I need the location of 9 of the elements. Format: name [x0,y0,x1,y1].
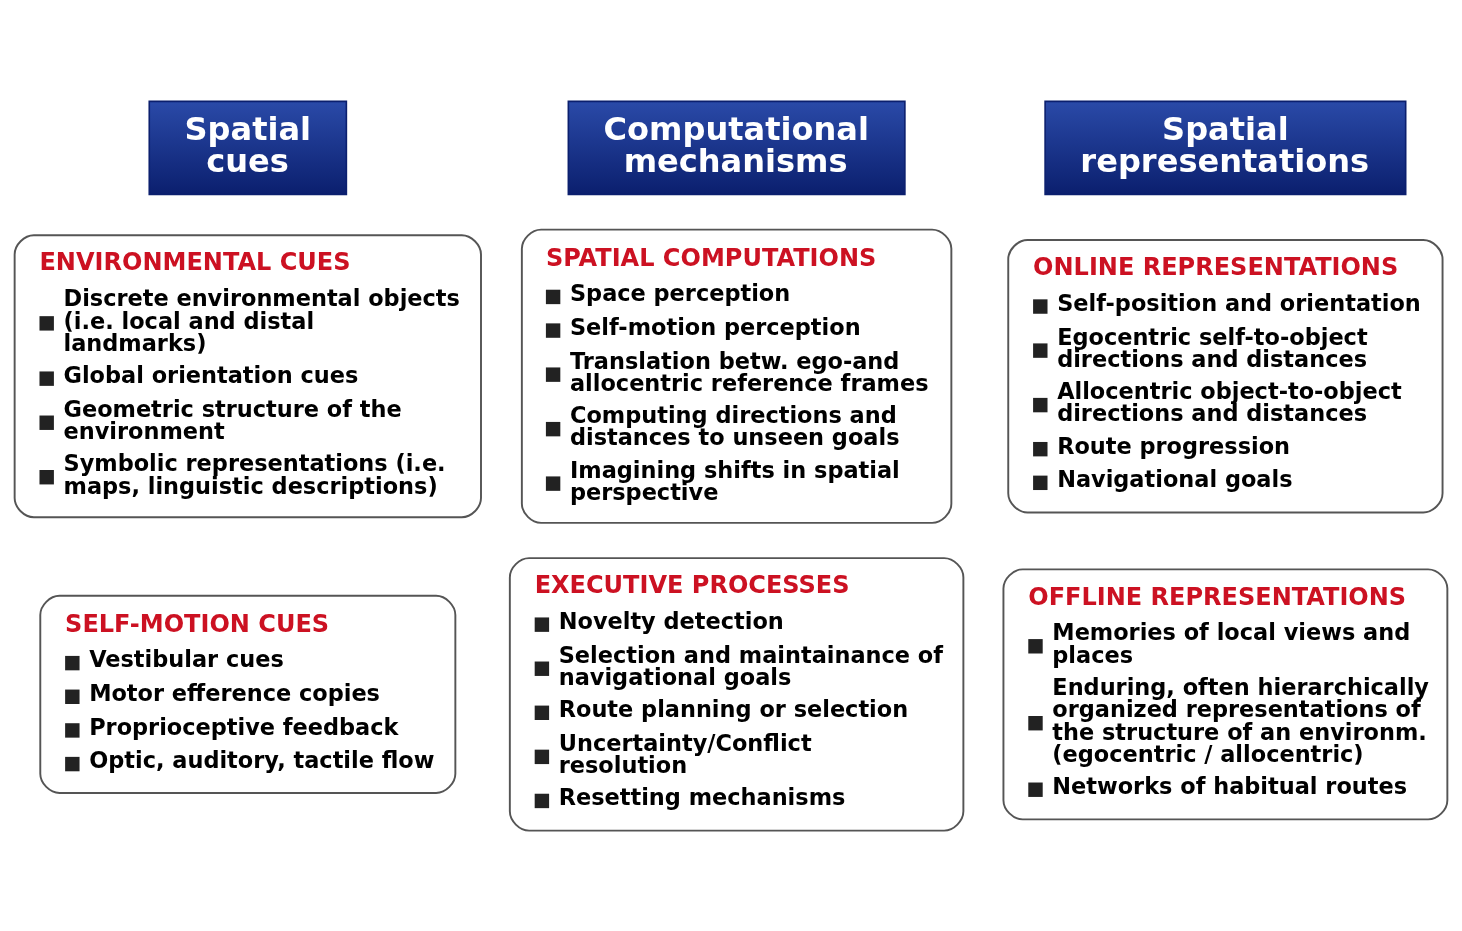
node-box: SPATIAL COMPUTATIONS Space perception Self-motion perception Translation betw. ego-and allocentric reference frames Computing directions and distances to unseen goals Imagining shifts in spatial perspective [520,228,953,524]
node-box: OFFLINE REPRESENTATIONS Memories of local views and places Enduring, often hierarchically organized representations of the structure of an environm. (egocentric / allocentric) Networks of habitual routes [1002,567,1449,820]
node-box: Computational mechanisms [567,100,906,195]
node-box: EXECUTIVE PROCESSES Novelty detection Selection and maintainance of navigational goals Route planning or selection Uncertainty/Conflict resolution Resetting mechanisms [508,556,965,832]
node-box: SELF-MOTION CUES Vestibular cues Motor efference copies Proprioceptive feedback Optic, auditory, tactile flow [39,594,457,794]
node-box: Spatial cues [148,100,348,195]
node-box: Spatial representations [1044,100,1407,195]
node-box: ENVIRONMENTAL CUES Discrete environmental objects (i.e. local and distal landmarks) Global orientation cues Geometric structure of the environment Symbolic representations (i.e. maps, linguistic descriptions) [13,233,482,518]
node-box: ONLINE REPRESENTATIONS Self-position and orientation Egocentric self-to-object directions and distances Allocentric object-to-object directions and distances Route progression Navigational goals [1007,238,1444,513]
